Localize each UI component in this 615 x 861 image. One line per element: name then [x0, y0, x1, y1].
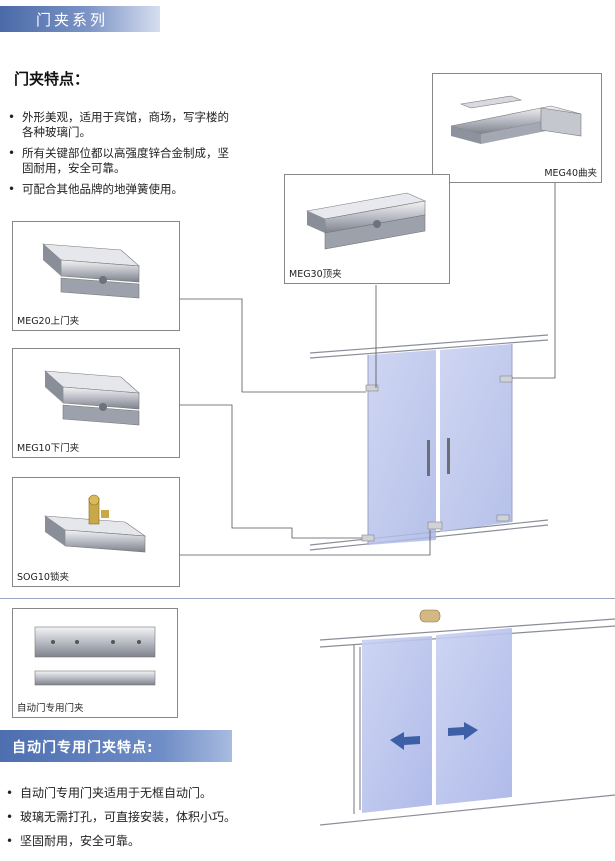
- features-heading: 门夹特点：: [14, 70, 90, 88]
- features-list: 外形美观，适用于宾馆，商场，写字楼的各种玻璃门。 所有关键部位都以高强度锌合金制…: [8, 110, 233, 203]
- feature-item: 可配合其他品牌的地弹簧使用。: [8, 182, 233, 197]
- clamp-image-meg30: [305, 192, 427, 250]
- auto-feature-item: 坚固耐用，安全可靠。: [6, 834, 306, 849]
- arrow-right-icon: [448, 722, 478, 740]
- product-box-meg10: MEG10下门夹: [12, 348, 180, 458]
- auto-features-list: 自动门专用门夹适用于无框自动门。 玻璃无需打孔，可直接安装，体积小巧。 坚固耐用…: [6, 786, 306, 858]
- product-label-meg20: MEG20上门夹: [17, 316, 80, 327]
- feature-item: 外形美观，适用于宾馆，商场，写字楼的各种玻璃门。: [8, 110, 233, 140]
- page-title: 门夹系列: [36, 11, 109, 29]
- left-glass-panel: [368, 350, 436, 545]
- door-diagram: [180, 180, 556, 556]
- left-handle: [427, 440, 430, 476]
- product-label-meg40: MEG40曲夹: [544, 168, 597, 179]
- clamp-image-meg20: [42, 243, 140, 299]
- lock-clamp: [427, 521, 443, 530]
- arrow-left-icon: [390, 732, 420, 750]
- product-box-auto: 自动门专用门夹: [12, 608, 178, 718]
- product-label-auto: 自动门专用门夹: [17, 703, 84, 714]
- auto-door-diagram: [319, 609, 615, 826]
- auto-section-bar: [0, 730, 232, 762]
- door-sensor: [419, 609, 441, 623]
- product-box-meg30: MEG30顶夹: [284, 174, 450, 284]
- top-left-clamp: [365, 384, 379, 392]
- leader-lines: [180, 180, 556, 556]
- product-box-meg20: MEG20上门夹: [12, 221, 180, 331]
- section-divider: [0, 598, 615, 599]
- product-label-meg30: MEG30顶夹: [289, 269, 342, 280]
- clamp-image-auto: [34, 626, 156, 686]
- bottom-right-clamp: [496, 514, 510, 522]
- product-label-sog10: SOG10锁夹: [17, 572, 69, 583]
- product-box-meg40: MEG40曲夹: [432, 73, 602, 183]
- right-glass-panel: [440, 344, 512, 532]
- bottom-left-clamp: [361, 534, 375, 542]
- auto-right-panel: [436, 628, 512, 805]
- auto-section-heading: 自动门专用门夹特点:: [12, 740, 154, 756]
- feature-item: 所有关键部位都以高强度锌合金制成，坚固耐用，安全可靠。: [8, 146, 233, 176]
- clamp-image-meg10: [44, 370, 140, 426]
- clamp-image-sog10: [43, 494, 147, 553]
- product-box-sog10: SOG10锁夹: [12, 477, 180, 587]
- clamp-image-meg40: [450, 95, 582, 144]
- header-bar: [0, 6, 160, 32]
- auto-left-panel: [362, 636, 432, 813]
- right-handle: [447, 438, 450, 474]
- product-label-meg10: MEG10下门夹: [17, 443, 80, 454]
- auto-feature-item: 玻璃无需打孔，可直接安装，体积小巧。: [6, 810, 306, 825]
- top-right-clamp: [499, 375, 513, 383]
- auto-feature-item: 自动门专用门夹适用于无框自动门。: [6, 786, 306, 801]
